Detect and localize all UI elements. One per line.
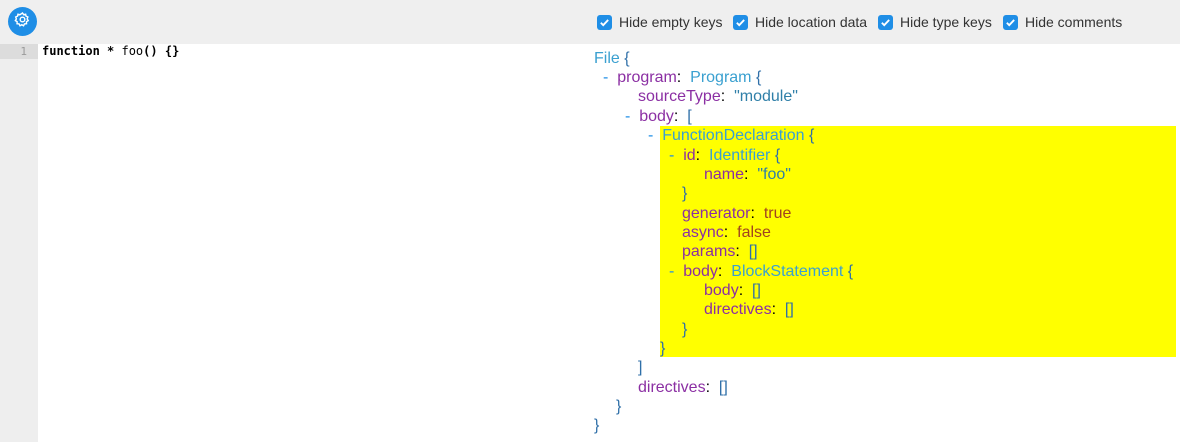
ast-type[interactable]: Program <box>690 69 752 86</box>
code-braces: {} <box>164 44 180 58</box>
ast-row-inner-directives: directives: [] <box>704 301 794 318</box>
ast-key: async <box>682 224 724 241</box>
ast-value: [] <box>784 301 794 318</box>
ast-row-file: File { <box>594 50 630 67</box>
collapse-toggle[interactable]: - <box>625 108 631 125</box>
ast-key: name <box>704 166 745 183</box>
code-editor-line[interactable]: function * foo() {} <box>42 44 179 59</box>
collapse-toggle[interactable]: - <box>603 69 609 86</box>
ast-key[interactable]: body <box>683 263 718 280</box>
option-hide-type-keys[interactable]: Hide type keys <box>878 13 992 31</box>
code-parens: () <box>143 44 158 58</box>
ast-type[interactable]: BlockStatement <box>731 263 844 280</box>
ast-type[interactable]: FunctionDeclaration <box>662 127 805 144</box>
ast-key[interactable]: body <box>639 108 674 125</box>
ast-key: directives <box>704 301 772 318</box>
checkbox-checked-icon[interactable] <box>597 14 612 30</box>
ast-value: false <box>737 224 771 241</box>
ast-row-function-body: - body: BlockStatement { <box>669 263 854 280</box>
ast-key[interactable]: program <box>617 69 677 86</box>
code-keyword: function <box>42 44 100 58</box>
option-label: Hide comments <box>1025 14 1123 30</box>
ast-row-close-bracket: ] <box>638 359 643 376</box>
checkbox-checked-icon[interactable] <box>878 14 893 30</box>
settings-button[interactable] <box>8 7 37 36</box>
ast-value: "module" <box>734 88 798 105</box>
ast-row-close-brace: } <box>594 417 600 434</box>
ast-row-source-type: sourceType: "module" <box>638 88 798 105</box>
ast-row-params: params: [] <box>682 243 758 260</box>
collapse-toggle[interactable]: - <box>669 263 675 280</box>
ast-value: [] <box>718 379 728 396</box>
ast-key: body <box>704 282 739 299</box>
ast-row-program: - program: Program { <box>603 69 762 86</box>
ast-row-inner-body: body: [] <box>704 282 761 299</box>
option-hide-comments[interactable]: Hide comments <box>1003 13 1122 31</box>
gear-icon <box>14 11 31 33</box>
active-line-gutter <box>0 44 38 59</box>
ast-type[interactable]: File <box>594 50 620 67</box>
line-number: 1 <box>20 45 27 58</box>
ast-row-directives: directives: [] <box>638 379 728 396</box>
toolbar: Hide empty keys Hide location data Hide … <box>0 0 1180 44</box>
ast-key: directives <box>638 379 706 396</box>
option-hide-location-data[interactable]: Hide location data <box>733 13 867 31</box>
ast-row-name: name: "foo" <box>704 166 791 183</box>
ast-type[interactable]: Identifier <box>709 147 771 164</box>
ast-row-function-declaration: - FunctionDeclaration { <box>648 127 815 144</box>
option-label: Hide empty keys <box>619 14 723 30</box>
ast-value: [] <box>748 243 758 260</box>
checkbox-checked-icon[interactable] <box>733 14 748 30</box>
code-space <box>158 44 165 58</box>
ast-key: params <box>682 243 736 260</box>
code-star: * <box>99 44 122 58</box>
collapse-toggle[interactable]: - <box>648 127 654 144</box>
ast-key: sourceType <box>638 88 721 105</box>
option-label: Hide type keys <box>900 14 992 30</box>
ast-key: generator <box>682 205 751 222</box>
selected-node-highlight <box>660 126 1176 357</box>
ast-row-close-brace: } <box>616 398 622 415</box>
editor-gutter: 1 <box>0 44 38 442</box>
ast-row-close-brace: } <box>682 185 688 202</box>
option-hide-empty-keys[interactable]: Hide empty keys <box>597 13 722 31</box>
checkbox-checked-icon[interactable] <box>1003 14 1018 30</box>
ast-row-id: - id: Identifier { <box>669 147 781 164</box>
ast-value: true <box>763 205 792 222</box>
option-label: Hide location data <box>755 14 868 30</box>
ast-key[interactable]: id <box>683 147 696 164</box>
ast-value: [] <box>752 282 761 299</box>
ast-row-close-brace: } <box>660 340 666 357</box>
ast-row-close-brace: } <box>682 321 688 338</box>
ast-value: "foo" <box>757 166 791 183</box>
ast-row-async: async: false <box>682 224 771 241</box>
code-function-name: foo <box>121 44 144 58</box>
ast-row-generator: generator: true <box>682 205 792 222</box>
ast-row-body: - body: [ <box>625 108 692 125</box>
collapse-toggle[interactable]: - <box>669 147 675 164</box>
